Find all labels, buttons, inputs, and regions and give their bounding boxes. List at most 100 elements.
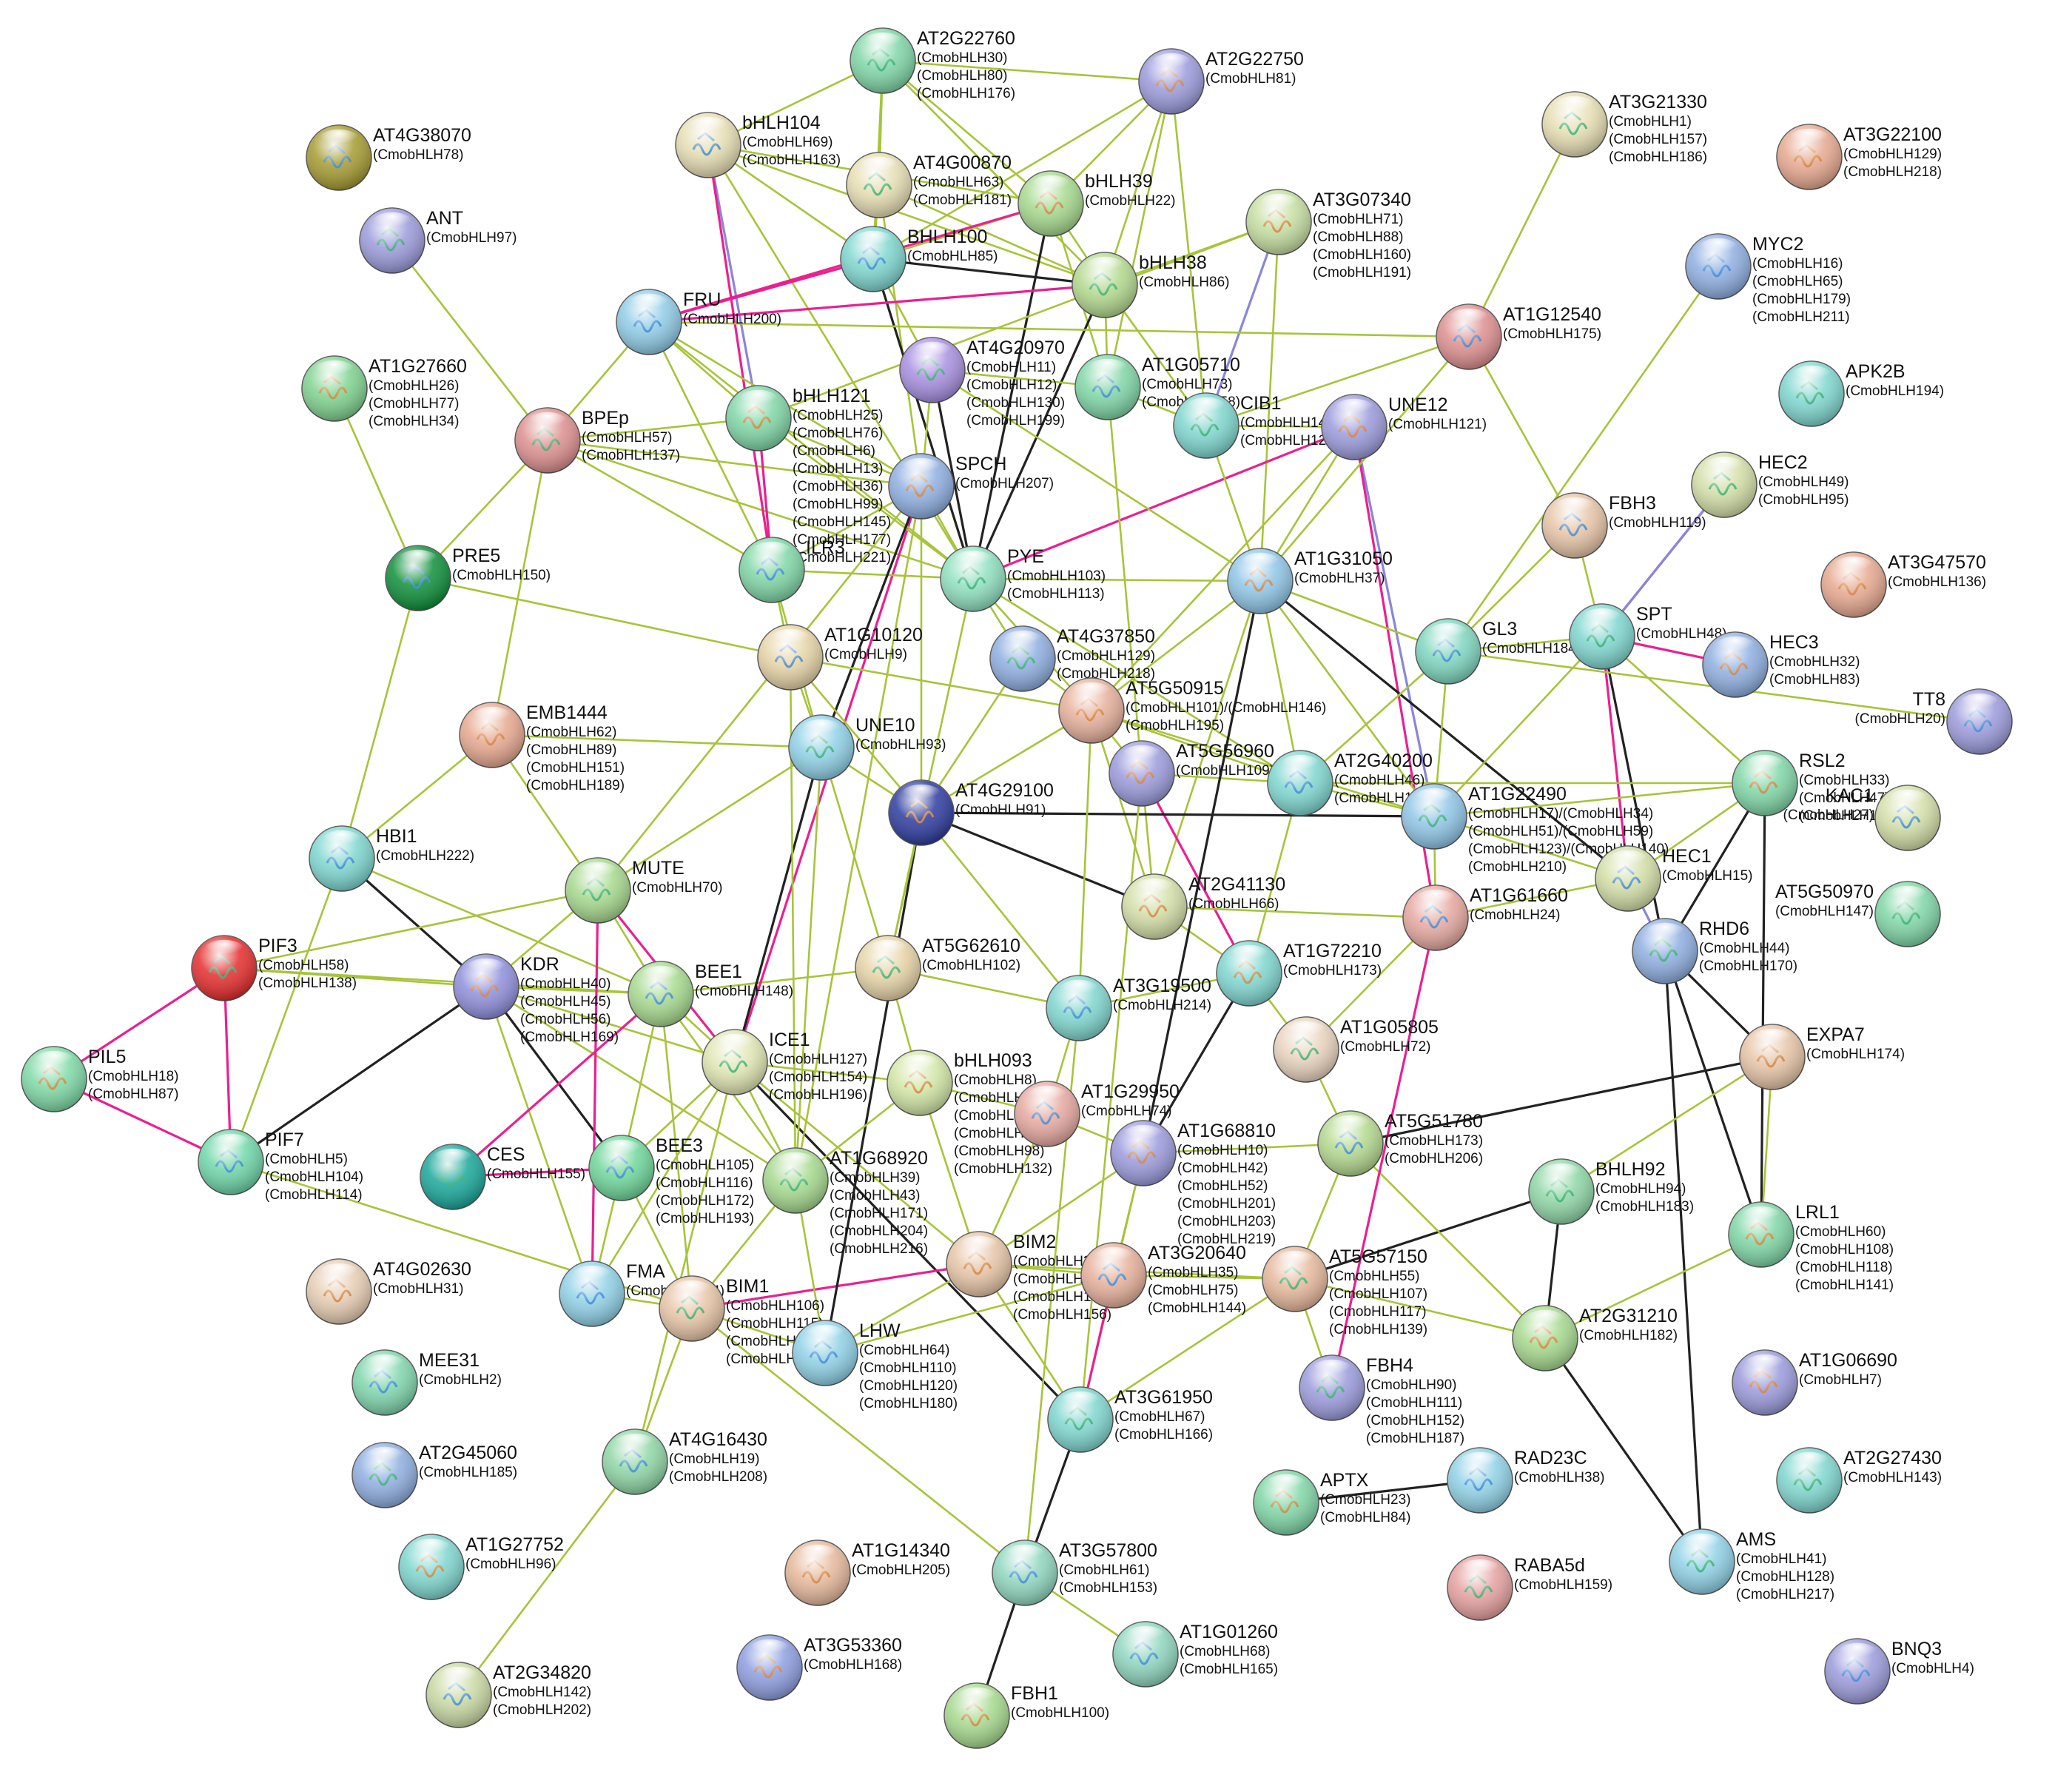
node-ant[interactable]: ANT(CmobHLH97): [359, 207, 517, 274]
node-spt[interactable]: SPT(CmobHLH48): [1569, 603, 1726, 670]
node-at1g12540[interactable]: AT1G12540(CmobHLH175): [1436, 303, 1601, 370]
node-at3g61950[interactable]: AT3G61950(CmobHLH67)(CmobHLH166): [1047, 1386, 1213, 1453]
node-bnq3[interactable]: BNQ3(CmobHLH4): [1824, 1638, 1974, 1705]
node-cib1[interactable]: CIB1(CmobHLH14)(CmobHLH122): [1173, 392, 1339, 459]
node-at4g37850[interactable]: AT4G37850(CmobHLH129)(CmobHLH218): [989, 625, 1155, 692]
node-at4g00870[interactable]: AT4G00870(CmobHLH63)(CmobHLH181): [846, 152, 1012, 218]
node-at5g50915[interactable]: AT5G50915(CmobHLH101)/(CmobHLH146)(CmobH…: [1058, 677, 1326, 744]
node-bee1[interactable]: BEE1(CmobHLH148): [628, 961, 793, 1027]
node-bee3[interactable]: BEE3(CmobHLH105)(CmobHLH116)(CmobHLH172)…: [588, 1135, 754, 1226]
node-mee31[interactable]: MEE31(CmobHLH2): [352, 1349, 502, 1416]
node-at2g45060[interactable]: AT2G45060(CmobHLH185): [352, 1442, 517, 1508]
node-at5g50970[interactable]: AT5G50970(CmobHLH147): [1775, 881, 1941, 947]
node-emb1444[interactable]: EMB1444(CmobHLH62)(CmobHLH89)(CmobHLH151…: [459, 702, 625, 793]
node-at3g21330[interactable]: AT3G21330(CmobHLH1)(CmobHLH157)(CmobHLH1…: [1541, 91, 1707, 165]
node-at5g51780[interactable]: AT5G51780(CmobHLH173)(CmobHLH206): [1317, 1110, 1483, 1177]
node-at4g29100[interactable]: AT4G29100(CmobHLH91): [888, 779, 1054, 846]
node-highlight: [1123, 1124, 1164, 1146]
node-at1g01260[interactable]: AT1G01260(CmobHLH68)(CmobHLH165): [1112, 1621, 1278, 1688]
node-bhlh39[interactable]: bHLH39(CmobHLH22): [1018, 170, 1175, 237]
node-une12[interactable]: UNE12(CmobHLH121): [1321, 394, 1487, 460]
node-lhw[interactable]: LHW(CmobHLH64)(CmobHLH110)(CmobHLH120)(C…: [792, 1320, 958, 1411]
node-at4g38070[interactable]: AT4G38070(CmobHLH78): [306, 124, 471, 191]
node-at3g53360[interactable]: AT3G53360(CmobHLH168): [736, 1634, 902, 1701]
node-at1g05805[interactable]: AT1G05805(CmobHLH72): [1273, 1016, 1439, 1083]
node-at2g40200[interactable]: AT2G40200(CmobHLH46)(CmobHLH167): [1267, 750, 1433, 816]
node-hec3[interactable]: HEC3(CmobHLH32)(CmobHLH83): [1702, 631, 1860, 698]
node-alias-label: (CmobHLH91): [955, 802, 1046, 818]
node-bhlh100[interactable]: BHLH100(CmobHLH85): [840, 226, 998, 292]
node-ice1[interactable]: ICE1(CmobHLH127)(CmobHLH154)(CmobHLH196): [702, 1029, 867, 1103]
node-bhlh121[interactable]: bHLH121(CmobHLH25)(CmobHLH76)(CmobHLH6)(…: [725, 385, 891, 565]
node-rhd6[interactable]: RHD6(CmobHLH44)(CmobHLH170): [1632, 918, 1797, 984]
node-at1g14340[interactable]: AT1G14340(CmobHLH205): [784, 1540, 950, 1606]
node-at5g57150[interactable]: AT5G57150(CmobHLH55)(CmobHLH107)(CmobHLH…: [1262, 1246, 1427, 1337]
node-at3g19500[interactable]: AT3G19500(CmobHLH214): [1046, 975, 1211, 1041]
node-at1g10120[interactable]: AT1G10120(CmobHLH9): [757, 624, 923, 691]
node-at1g68810[interactable]: AT1G68810(CmobHLH10)(CmobHLH42)(CmobHLH5…: [1110, 1120, 1276, 1247]
node-at5g56960[interactable]: AT5G56960(CmobHLH109): [1109, 740, 1274, 807]
node-bim1[interactable]: BIM1(CmobHLH106)(CmobHLH115)(CmobHLH149)…: [659, 1275, 824, 1367]
node-at3g22100[interactable]: AT3G22100(CmobHLH129)(CmobHLH218): [1776, 124, 1942, 190]
node-mute[interactable]: MUTE(CmobHLH70): [565, 857, 722, 924]
node-une10[interactable]: UNE10(CmobHLH93): [788, 714, 946, 781]
node-fru[interactable]: FRU(CmobHLH200): [616, 289, 781, 355]
node-bhlh92[interactable]: BHLH92(CmobHLH94)(CmobHLH183): [1528, 1158, 1694, 1225]
node-at1g06690[interactable]: AT1G06690(CmobHLH7): [1732, 1349, 1897, 1416]
node-gl3[interactable]: GL3(CmobHLH184): [1415, 618, 1581, 685]
node-fbh3[interactable]: FBH3(CmobHLH119): [1541, 492, 1706, 559]
node-at1g61660[interactable]: AT1G61660(CmobHLH24): [1402, 884, 1568, 951]
node-at3g57800[interactable]: AT3G57800(CmobHLH61)(CmobHLH153): [992, 1540, 1157, 1606]
node-pif7[interactable]: PIF7(CmobHLH5)(CmobHLH104)(CmobHLH114): [198, 1129, 363, 1203]
node-fbh4[interactable]: FBH4(CmobHLH90)(CmobHLH111)(CmobHLH152)(…: [1299, 1354, 1464, 1446]
node-at2g27430[interactable]: AT2G27430(CmobHLH143): [1776, 1447, 1942, 1514]
node-at1g27752[interactable]: AT1G27752(CmobHLH96): [398, 1534, 564, 1600]
node-kac1[interactable]: KAC1(CmobHLH27): [1783, 785, 1941, 851]
node-aptx[interactable]: APTX(CmobHLH23)(CmobHLH84): [1253, 1469, 1410, 1536]
node-at2g22750[interactable]: AT2G22750(CmobHLH81): [1138, 48, 1304, 115]
node-bhlh093[interactable]: bHLH093(CmobHLH8)(CmobHLH28)(CmobHLH53)(…: [887, 1050, 1052, 1177]
node-hbi1[interactable]: HBI1(CmobHLH222): [309, 825, 474, 892]
node-at5g62610[interactable]: AT5G62610(CmobHLH102): [855, 935, 1020, 1001]
node-at4g02630[interactable]: AT4G02630(CmobHLH31): [306, 1258, 471, 1325]
node-at1g31050[interactable]: AT1G31050(CmobHLH37): [1227, 548, 1393, 614]
node-at2g31210[interactable]: AT2G31210(CmobHLH182): [1512, 1305, 1678, 1371]
node-fma[interactable]: FMA(CmobHLH164): [559, 1260, 724, 1327]
node-pye[interactable]: PYE(CmobHLH103)(CmobHLH113): [940, 545, 1106, 612]
node-ilr3[interactable]: ILR3: [739, 537, 845, 603]
node-bhlh104[interactable]: bHLH104(CmobHLH69)(CmobHLH163): [675, 112, 841, 178]
node-apk2b[interactable]: APK2B(CmobHLH194): [1778, 360, 1944, 427]
node-at1g72210[interactable]: AT1G72210(CmobHLH173): [1216, 940, 1382, 1007]
node-at1g29950[interactable]: AT1G29950(CmobHLH74): [1014, 1081, 1180, 1147]
node-at1g68920[interactable]: AT1G68920(CmobHLH39)(CmobHLH43)(CmobHLH1…: [762, 1147, 928, 1257]
node-at1g22490[interactable]: AT1G22490(CmobHLH17)/(CmobHLH34)(CmobHLH…: [1401, 783, 1669, 875]
node-rsl2[interactable]: RSL2(CmobHLH33)(CmobHLH47)(CmobHLH125): [1732, 750, 1897, 824]
node-tt8[interactable]: TT8(CmobHLH20): [1855, 688, 2013, 755]
node-hec2[interactable]: HEC2(CmobHLH49)(CmobHLH95): [1691, 451, 1849, 518]
node-hec1[interactable]: HEC1(CmobHLH15): [1595, 845, 1752, 912]
node-pil5[interactable]: PIL5(CmobHLH18)(CmobHLH87): [21, 1046, 178, 1112]
node-at2g22760[interactable]: AT2G22760(CmobHLH30)(CmobHLH80)(CmobHLH1…: [850, 27, 1015, 101]
node-myc2[interactable]: MYC2(CmobHLH16)(CmobHLH65)(CmobHLH179)(C…: [1685, 233, 1851, 325]
node-fbh1[interactable]: FBH1(CmobHLH100): [944, 1682, 1109, 1749]
node-raba5d[interactable]: RABA5d(CmobHLH159): [1447, 1554, 1612, 1621]
node-bpep[interactable]: BPEp(CmobHLH57)(CmobHLH137): [514, 407, 680, 474]
node-lrl1[interactable]: LRL1(CmobHLH60)(CmobHLH108)(CmobHLH118)(…: [1728, 1201, 1894, 1293]
node-at2g34820[interactable]: AT2G34820(CmobHLH142)(CmobHLH202): [426, 1662, 591, 1728]
node-ces[interactable]: CES(CmobHLH155): [420, 1144, 585, 1210]
node-at4g20970[interactable]: AT4G20970(CmobHLH11)(CmobHLH12)(CmobHLH1…: [899, 337, 1065, 429]
node-pre5[interactable]: PRE5(CmobHLH150): [385, 545, 551, 611]
node-kdr[interactable]: KDR(CmobHLH40)(CmobHLH45)(CmobHLH56)(Cmo…: [453, 953, 619, 1045]
node-expa7[interactable]: EXPA7(CmobHLH174): [1739, 1024, 1905, 1090]
node-spch[interactable]: SPCH(CmobHLH207): [888, 453, 1054, 520]
node-at3g47570[interactable]: AT3G47570(CmobHLH136): [1820, 551, 1986, 618]
node-at3g07340[interactable]: AT3G07340(CmobHLH71)(CmobHLH88)(CmobHLH1…: [1245, 189, 1411, 281]
node-at3g20640[interactable]: AT3G20640(CmobHLH35)(CmobHLH75)(CmobHLH1…: [1080, 1242, 1246, 1316]
node-pif3[interactable]: PIF3(CmobHLH58)(CmobHLH138): [191, 935, 357, 1001]
node-rad23c[interactable]: RAD23C(CmobHLH38): [1447, 1447, 1604, 1514]
node-ams[interactable]: AMS(CmobHLH41)(CmobHLH128)(CmobHLH217): [1669, 1528, 1834, 1602]
node-at2g41130[interactable]: AT2G41130(CmobHLH66): [1121, 873, 1285, 940]
node-bhlh38[interactable]: bHLH38(CmobHLH86): [1072, 252, 1229, 318]
node-at1g27660[interactable]: AT1G27660(CmobHLH26)(CmobHLH77)(CmobHLH3…: [301, 355, 467, 429]
node-at4g16430[interactable]: AT4G16430(CmobHLH19)(CmobHLH208): [602, 1428, 767, 1495]
